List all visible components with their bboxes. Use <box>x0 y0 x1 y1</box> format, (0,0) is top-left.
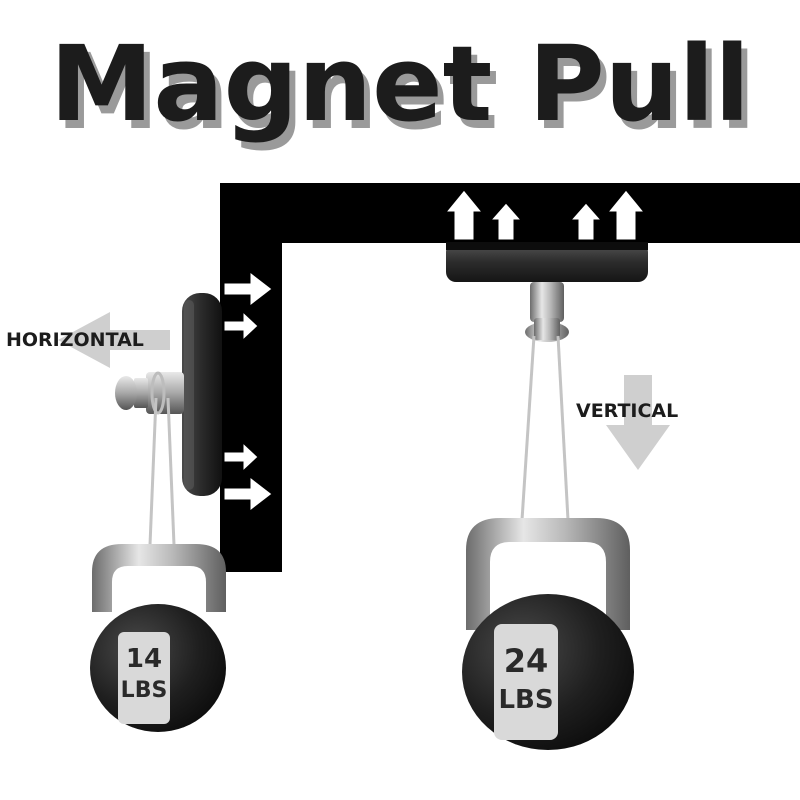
arrow-up-icon <box>606 189 646 241</box>
vertical-label: VERTICAL <box>576 400 678 422</box>
arrow-right-icon <box>223 270 273 308</box>
steel-wall <box>220 183 800 572</box>
magnet-stud <box>530 282 564 322</box>
weight-value: 14 <box>126 644 162 674</box>
arrow-left-icon <box>58 312 170 368</box>
wall-arrows-horizontal <box>223 270 273 513</box>
kettlebell-left: 14 LBS <box>90 544 226 732</box>
title-shadow: Magnet Pull <box>56 31 756 153</box>
arrow-up-icon <box>489 202 523 241</box>
arrow-up-icon <box>569 202 603 241</box>
weight-unit: LBS <box>121 678 168 703</box>
magnet-right <box>446 242 648 342</box>
weight-unit: LBS <box>498 685 553 715</box>
weight-plate <box>118 632 170 724</box>
arrow-right-icon <box>223 310 259 342</box>
page-title: Magnet Pull <box>50 23 750 145</box>
kettlebell-right: 24 LBS <box>462 518 634 750</box>
weight-plate <box>494 624 558 740</box>
arrow-up-icon <box>444 189 484 241</box>
kettlebell-handle <box>466 518 630 630</box>
magnet-left <box>115 293 222 496</box>
kettlebell-handle <box>92 544 226 612</box>
arrow-right-icon <box>223 475 273 513</box>
arrow-right-icon <box>223 441 259 473</box>
weight-value: 24 <box>504 642 549 680</box>
wall-arrows-vertical <box>444 189 646 241</box>
hanging-wires <box>148 335 570 546</box>
title-group: Magnet Pull Magnet Pull <box>50 23 756 153</box>
horizontal-label: HORIZONTAL <box>6 329 144 351</box>
arrow-down-icon <box>606 375 670 470</box>
